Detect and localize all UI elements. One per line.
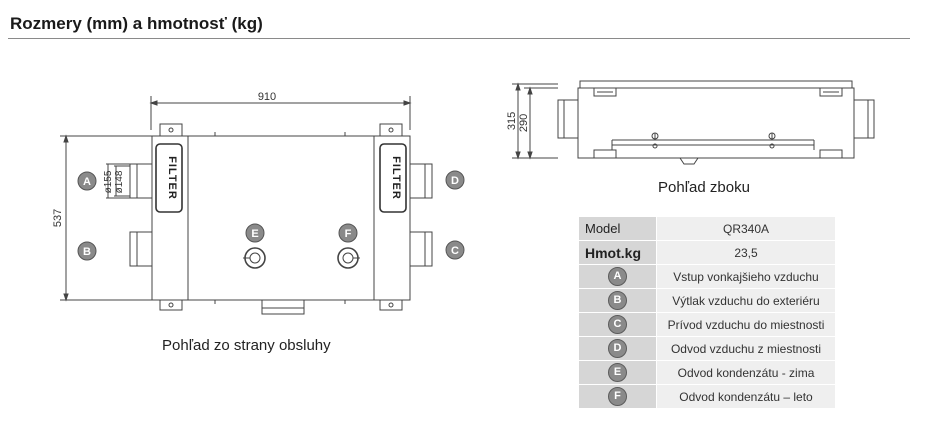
spec-table: Model QR340A Hmot.kg 23,5 A Vstup vonkaj…	[578, 216, 836, 409]
legend-text: Prívod vzduchu do miestnosti	[656, 312, 836, 337]
legend-row: E Odvod kondenzátu - zima	[578, 360, 836, 385]
dimension-height-label: 537	[52, 209, 64, 227]
svg-text:E: E	[251, 228, 258, 240]
dimension-body-height-label: 290	[518, 114, 530, 132]
legend-badge: D	[608, 339, 627, 358]
legend-badge: E	[608, 363, 627, 382]
spec-row-weight: Hmot.kg 23,5	[578, 240, 836, 265]
legend-text: Vstup vonkajšieho vzduchu	[656, 264, 836, 289]
svg-text:F: F	[345, 228, 352, 240]
model-label: Model	[578, 216, 657, 241]
legend-text: Odvod vzduchu z miestnosti	[656, 336, 836, 361]
duct-inner-diameter-label: ø148	[114, 170, 125, 193]
legend-text: Odvod kondenzátu – leto	[656, 384, 836, 409]
legend-text: Odvod kondenzátu - zima	[656, 360, 836, 385]
marker-c: C	[445, 240, 465, 260]
legend-badge: B	[608, 291, 627, 310]
side-view-caption: Pohľad zboku	[658, 179, 750, 196]
marker-b: B	[77, 241, 97, 261]
model-value: QR340A	[656, 216, 836, 241]
title-divider	[8, 38, 910, 39]
marker-e: E	[245, 223, 265, 243]
weight-value: 23,5	[656, 240, 836, 265]
legend-row: B Výtlak vzduchu do exteriéru	[578, 288, 836, 313]
legend-badge: A	[608, 267, 627, 286]
spec-row-model: Model QR340A	[578, 216, 836, 241]
dimension-width-label: 910	[258, 91, 276, 103]
legend-row: A Vstup vonkajšieho vzduchu	[578, 264, 836, 289]
dimension-total-height-label: 315	[506, 112, 518, 130]
legend-badge: F	[608, 387, 627, 406]
front-view-caption: Pohľad zo strany obsluhy	[162, 337, 331, 354]
weight-label: Hmot.kg	[578, 240, 657, 265]
marker-d: D	[445, 170, 465, 190]
legend-row: D Odvod vzduchu z miestnosti	[578, 336, 836, 361]
marker-a: A	[77, 171, 97, 191]
filter-label-right: FILTER	[390, 156, 402, 200]
legend-badge: C	[608, 315, 627, 334]
marker-f: F	[338, 223, 358, 243]
filter-label-left: FILTER	[166, 156, 178, 200]
svg-text:A: A	[83, 176, 91, 188]
legend-row: C Prívod vzduchu do miestnosti	[578, 312, 836, 337]
page-title: Rozmery (mm) a hmotnosť (kg)	[10, 14, 263, 33]
duct-outer-diameter-label: ø155	[103, 170, 114, 193]
side-view-drawing	[512, 80, 875, 165]
svg-text:C: C	[451, 245, 459, 257]
svg-text:D: D	[451, 175, 459, 187]
legend-row: F Odvod kondenzátu – leto	[578, 384, 836, 409]
legend-text: Výtlak vzduchu do exteriéru	[656, 288, 836, 313]
svg-text:B: B	[83, 246, 91, 258]
front-view-drawing	[60, 96, 433, 315]
